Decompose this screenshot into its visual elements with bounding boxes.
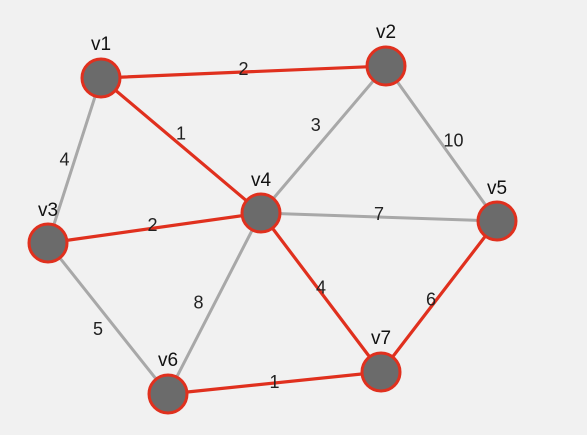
node-circle-v2[interactable]: [365, 45, 407, 87]
edge-weight-v6-v7: 1: [269, 372, 279, 392]
edge-v2-v5: [384, 64, 499, 223]
edge-v3-v6: [46, 241, 170, 396]
node-circle-v7[interactable]: [360, 351, 402, 393]
edge-v5-v7-highlighted: [379, 219, 499, 374]
node-label-v6: v6: [158, 350, 178, 371]
node-label-v1: v1: [91, 34, 111, 55]
edge-weight-v4-v5: 7: [374, 204, 384, 224]
node-v5[interactable]: v5: [476, 178, 518, 242]
node-v3[interactable]: v3: [27, 200, 69, 264]
edge-v3-v4-highlighted: [46, 211, 263, 245]
node-label-v7: v7: [371, 328, 391, 349]
node-circle-v3[interactable]: [27, 222, 69, 264]
node-circle-v4[interactable]: [240, 192, 282, 234]
nodes-layer: v1 v2 v3 v4 v5 v6 v7: [27, 22, 518, 415]
edge-weight-v4-v6: 8: [193, 292, 203, 312]
edge-v4-v5: [259, 211, 499, 223]
node-v4[interactable]: v4: [240, 170, 282, 234]
node-label-v2: v2: [376, 22, 396, 43]
edge-weight-v3-v6: 5: [93, 319, 103, 339]
node-v1[interactable]: v1: [80, 34, 122, 99]
node-circle-v5[interactable]: [476, 200, 518, 242]
edge-v4-v7-highlighted: [259, 211, 383, 374]
node-v7[interactable]: v7: [360, 328, 402, 393]
node-label-v5: v5: [487, 178, 507, 199]
edge-weight-v1-v4: 1: [176, 124, 186, 144]
edge-weight-v2-v5: 10: [443, 130, 463, 150]
node-label-v3: v3: [38, 200, 58, 221]
node-v2[interactable]: v2: [365, 22, 407, 87]
edge-weight-v5-v7: 6: [426, 289, 436, 309]
edge-weight-v3-v4: 2: [147, 215, 157, 235]
node-label-v4: v4: [251, 170, 272, 191]
edge-v4-v6: [166, 211, 263, 396]
edge-weight-v1-v3: 4: [59, 149, 69, 169]
edge-v2-v4: [259, 64, 388, 215]
edge-weights-layer: 2 4 1 3 10 2 5 7 8 4 6 1: [59, 59, 463, 392]
edge-weight-v4-v7: 4: [316, 277, 326, 297]
node-v6[interactable]: v6: [147, 350, 189, 415]
edges-layer: [46, 64, 499, 396]
edge-v1-v3: [46, 76, 103, 245]
edge-weight-v1-v2: 2: [238, 59, 248, 79]
node-circle-v1[interactable]: [80, 57, 122, 99]
edge-weight-v2-v4: 3: [311, 115, 321, 135]
node-circle-v6[interactable]: [147, 373, 189, 415]
edge-v1-v2-highlighted: [99, 64, 388, 80]
edge-v6-v7-highlighted: [166, 370, 383, 396]
edge-v1-v4-highlighted: [99, 76, 263, 215]
